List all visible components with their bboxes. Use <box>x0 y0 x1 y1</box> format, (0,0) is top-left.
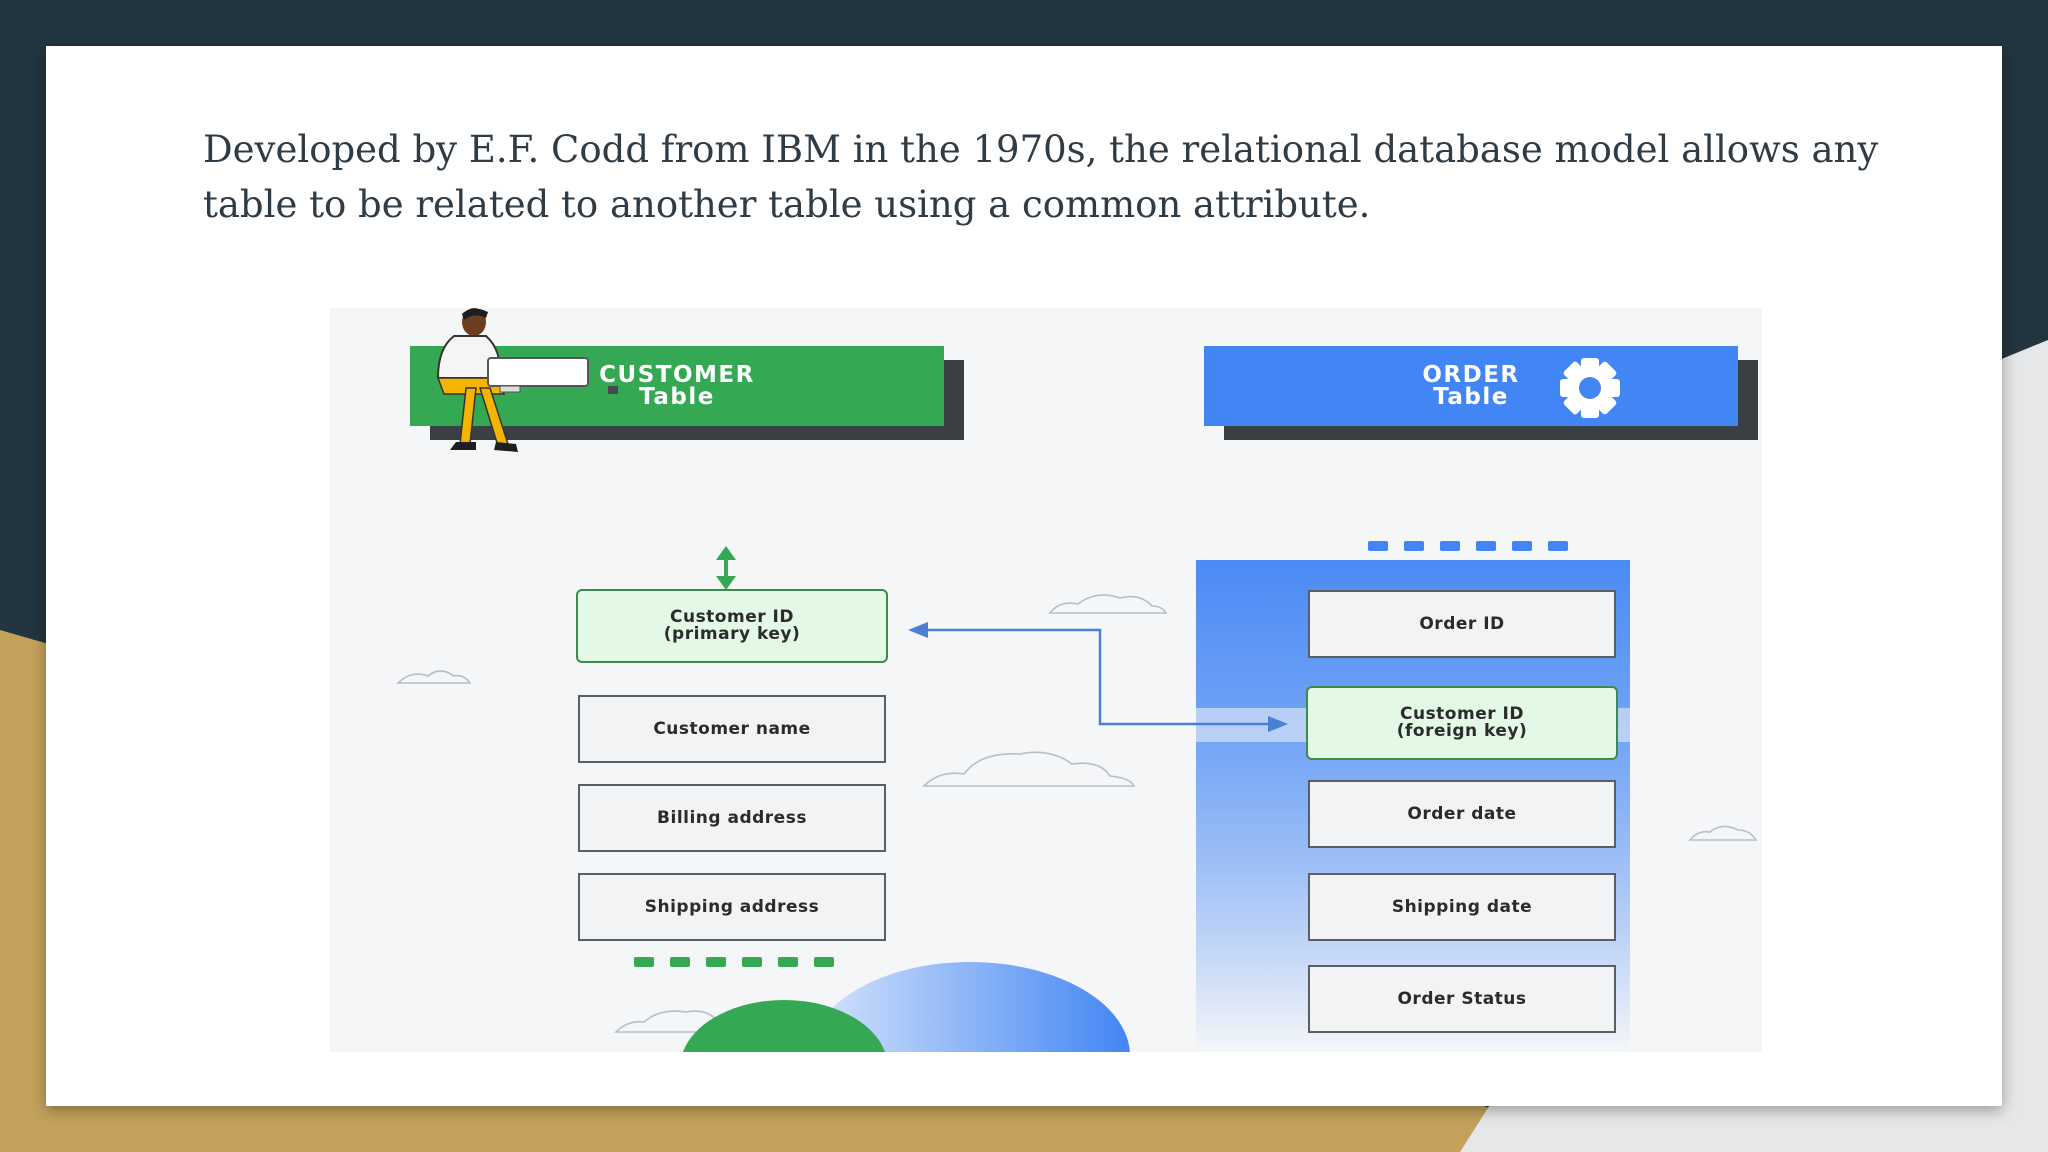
customer-title-line1: CUSTOMER <box>599 362 755 388</box>
order-title-line1: ORDER <box>1422 362 1520 388</box>
field-label: Order date <box>1407 803 1517 824</box>
gear-icon <box>1560 358 1620 418</box>
slide: Developed by E.F. Codd from IBM in the 1… <box>46 46 2002 1106</box>
order-id-field: Order ID <box>1308 590 1616 658</box>
shipping-date-field: Shipping date <box>1308 873 1616 941</box>
cloud-icon <box>922 751 1136 787</box>
billing-address-field: Billing address <box>578 784 886 852</box>
field-label: Customer ID <box>1399 704 1524 724</box>
field-label: Order ID <box>1419 613 1505 634</box>
blue-dome <box>810 962 1130 1052</box>
field-label: Shipping date <box>1391 896 1533 917</box>
relational-diagram: CUSTOMER Table ORDER Table Customer ID (… <box>330 308 1762 1052</box>
customer-dash-row <box>634 957 834 967</box>
field-label: Billing address <box>657 807 807 828</box>
field-sublabel: (foreign key) <box>1396 721 1528 741</box>
customer-title-line2: Table <box>639 384 715 410</box>
slide-caption: Developed by E.F. Codd from IBM in the 1… <box>203 128 1879 226</box>
cloud-icon <box>1688 825 1758 841</box>
cloud-icon <box>395 670 472 684</box>
field-label: Customer ID <box>669 607 794 627</box>
field-label: Shipping address <box>644 896 820 917</box>
customer-table-title: CUSTOMER Table <box>410 346 944 426</box>
double-arrow-icon <box>716 546 736 590</box>
shipping-address-field: Shipping address <box>578 873 886 941</box>
customer-id-primary-key-field: Customer ID (primary key) <box>576 589 888 663</box>
field-label: Order Status <box>1397 988 1527 1009</box>
person-illustration <box>436 308 622 452</box>
order-title-line2: Table <box>1433 384 1509 410</box>
order-dash-row <box>1368 541 1568 551</box>
order-status-field: Order Status <box>1308 965 1616 1033</box>
field-label: Customer name <box>653 718 811 739</box>
customer-name-field: Customer name <box>578 695 886 763</box>
relationship-connector <box>908 622 1288 732</box>
order-date-field: Order date <box>1308 780 1616 848</box>
green-dome <box>682 1000 886 1052</box>
cloud-icon <box>1048 594 1168 614</box>
field-sublabel: (primary key) <box>663 624 801 644</box>
order-header <box>1204 346 1738 426</box>
order-table-title: ORDER Table <box>1204 346 1738 426</box>
customer-id-foreign-key-field: Customer ID (foreign key) <box>1306 686 1618 760</box>
